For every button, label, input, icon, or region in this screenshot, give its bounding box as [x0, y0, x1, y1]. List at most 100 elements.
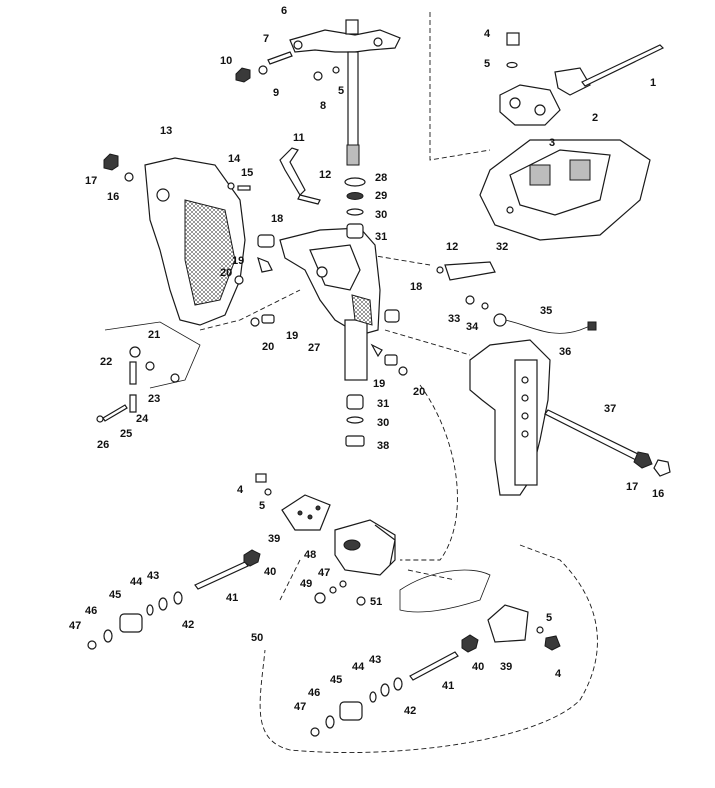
callout-41: 41 [226, 592, 238, 604]
callout-19: 19 [232, 255, 244, 267]
callout-35: 35 [540, 305, 552, 317]
lower-bushings [345, 394, 365, 447]
callout-16: 16 [107, 191, 119, 203]
callout-50: 50 [251, 632, 263, 644]
callout-5: 5 [338, 85, 344, 97]
callout-45: 45 [109, 589, 121, 601]
callout-5: 5 [546, 612, 552, 624]
callout-4: 4 [555, 668, 562, 680]
callout-1: 1 [650, 77, 656, 89]
tilt-lock-cluster [96, 321, 201, 423]
callout-13: 13 [160, 125, 172, 137]
callout-14: 14 [228, 153, 241, 165]
callout-44: 44 [130, 576, 143, 588]
left-clamp-bracket [144, 157, 246, 326]
callout-8: 8 [320, 100, 326, 112]
callout-36: 36 [559, 346, 571, 358]
callout-2: 2 [592, 112, 598, 124]
callout-4: 4 [484, 28, 491, 40]
cover-39-upper [281, 494, 331, 531]
through-tube-37 [544, 409, 671, 477]
callout-25: 25 [120, 428, 132, 440]
callout-19: 19 [373, 378, 385, 390]
callout-5: 5 [259, 500, 265, 512]
lower-mount-48 [334, 519, 396, 606]
callout-47: 47 [294, 701, 306, 713]
tilt-lever [279, 147, 321, 205]
callout-34: 34 [466, 321, 479, 333]
callout-49: 49 [300, 578, 312, 590]
callout-20: 20 [413, 386, 425, 398]
callout-31: 31 [375, 231, 387, 243]
callout-37: 37 [604, 403, 616, 415]
lower-pin-upper-41 [87, 549, 261, 650]
callout-41: 41 [442, 680, 454, 692]
callout-33: 33 [448, 313, 460, 325]
callout-22: 22 [100, 356, 112, 368]
lower-pin-lower-41 [310, 634, 479, 737]
callout-43: 43 [369, 654, 381, 666]
callout-47: 47 [69, 620, 81, 632]
callout-7: 7 [263, 33, 269, 45]
left-small-parts [234, 234, 275, 327]
callout-18: 18 [271, 213, 283, 225]
callout-44: 44 [352, 661, 365, 673]
callout-4: 4 [237, 484, 244, 496]
callout-30: 30 [375, 209, 387, 221]
steering-fasteners [235, 51, 340, 83]
cover-39-lower [487, 604, 561, 651]
mount-block-3 [499, 32, 665, 126]
callout-27: 27 [308, 342, 320, 354]
callout-39: 39 [268, 533, 280, 545]
callout-12: 12 [446, 241, 458, 253]
callout-12: 12 [319, 169, 331, 181]
steering-arm [289, 19, 401, 166]
callout-32: 32 [496, 241, 508, 253]
callout-39: 39 [500, 661, 512, 673]
callout-21: 21 [148, 329, 160, 341]
callout-40: 40 [472, 661, 484, 673]
callout-10: 10 [220, 55, 232, 67]
callout-48: 48 [304, 549, 316, 561]
callout-18: 18 [410, 281, 422, 293]
callout-16: 16 [652, 488, 664, 500]
callout-38: 38 [377, 440, 389, 452]
callout-40: 40 [264, 566, 276, 578]
callout-9: 9 [273, 87, 279, 99]
callout-42: 42 [404, 705, 416, 717]
callout-29: 29 [375, 190, 387, 202]
center-small-parts [370, 343, 408, 376]
callout-47: 47 [318, 567, 330, 579]
callout-23: 23 [148, 393, 160, 405]
callout-43: 43 [147, 570, 159, 582]
swivel-bracket [279, 227, 381, 381]
callout-3: 3 [549, 137, 555, 149]
callout-labels: 1 2 3 4 5 5 6 7 8 9 10 11 12 13 14 15 16… [69, 5, 664, 717]
callout-20: 20 [262, 341, 274, 353]
fastener-4-upper [255, 473, 272, 496]
callout-42: 42 [182, 619, 194, 631]
callout-17: 17 [626, 481, 638, 493]
right-clamp-bracket [469, 339, 551, 496]
lower-small-parts [314, 580, 347, 604]
callout-11: 11 [293, 132, 305, 144]
callout-46: 46 [308, 687, 320, 699]
callout-45: 45 [330, 674, 342, 686]
callout-26: 26 [97, 439, 109, 451]
callout-6: 6 [281, 5, 287, 17]
right-clamp-parts [384, 261, 597, 334]
upper-bushings [344, 177, 366, 239]
callout-31: 31 [377, 398, 389, 410]
lower-bracket-outline [399, 569, 491, 613]
callout-28: 28 [375, 172, 387, 184]
callout-17: 17 [85, 175, 97, 187]
callout-30: 30 [377, 417, 389, 429]
callout-5: 5 [484, 58, 490, 70]
mount-casting [479, 139, 651, 241]
callout-51: 51 [370, 596, 382, 608]
callout-15: 15 [241, 167, 253, 179]
callout-19: 19 [286, 330, 298, 342]
callout-20: 20 [220, 267, 232, 279]
